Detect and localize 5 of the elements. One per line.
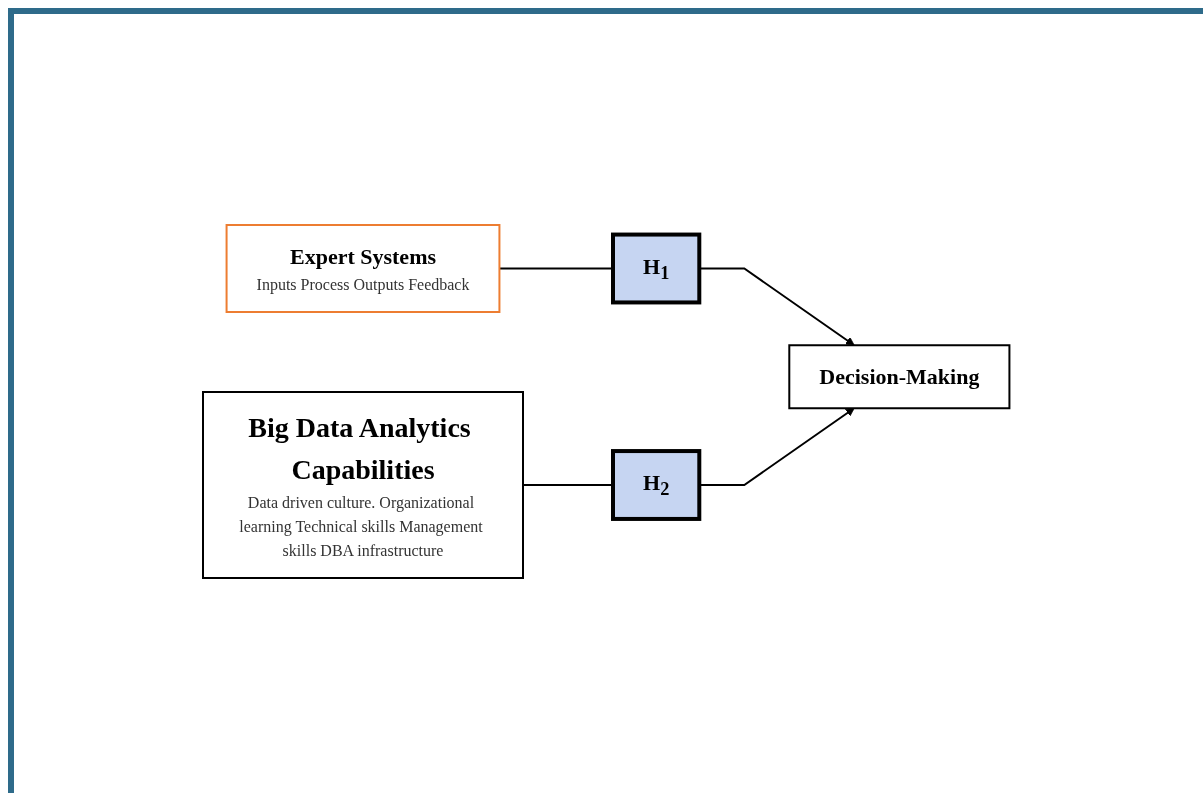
node-box: H$_{1}$ <box>611 232 702 305</box>
node-box: Big Data Analytics Capabilities Data driven culture. Organizational learning Technical skills Management skills DBA infrastructure <box>202 391 525 579</box>
node-box: Decision-Making <box>788 344 1011 410</box>
node-box: Expert Systems Inputs Process Outputs Feedback <box>225 224 501 313</box>
node-box: H$_{2}$ <box>611 449 702 521</box>
